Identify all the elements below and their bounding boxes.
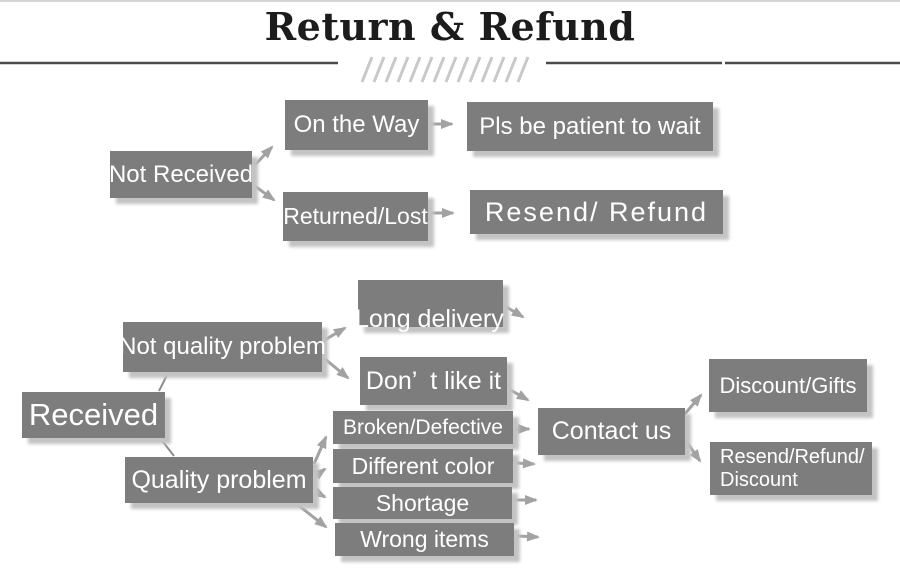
arrow-dont-like-to-contact-us [506, 386, 530, 402]
arrow-different-color-to-contact-us [515, 458, 536, 469]
arrow-contact-us-to-discount-gifts [682, 393, 703, 416]
node-label: Discount/Gifts [719, 372, 857, 398]
arrow-contact-us-to-resend-refund-discount [682, 437, 702, 463]
link-received-to-not-quality [158, 372, 169, 392]
node-dont-like-it: Don’ t like it [360, 357, 507, 405]
arrow-not-received-to-on-the-way [250, 145, 274, 170]
arrow-quality-to-different-color [313, 467, 327, 480]
arrow-quality-to-broken [312, 435, 328, 465]
node-returned-lost: Returned/Lost [283, 192, 428, 241]
node-label: Received [28, 397, 159, 432]
node-long-delivery: Long delivery [355, 280, 504, 333]
hatch-decoration-icon [360, 56, 530, 83]
arrow-quality-to-shortage [312, 487, 327, 499]
node-not-received: Not Received [108, 151, 254, 198]
link-received-to-quality [159, 437, 175, 457]
arrow-not-quality-to-dont-like [324, 357, 350, 380]
node-shortage: Shortage [333, 487, 512, 519]
node-label: Shortage [375, 489, 470, 516]
node-label: Broken/Defective [343, 415, 503, 439]
node-wrong-items: Wrong items [335, 523, 514, 556]
node-not-quality-problem: Not quality problem [119, 322, 326, 372]
node-quality-problem: Quality problem [125, 457, 313, 503]
node-label: Wrong items [360, 526, 489, 552]
top-edge-divider [0, 0, 900, 2]
node-resend-refund: Resend/ Refund [470, 190, 723, 234]
node-on-the-way: On the Way [285, 100, 428, 150]
node-label: Contact us [551, 417, 672, 445]
arrow-wrong-items-to-contact-us [516, 531, 540, 542]
node-label: Quality problem [131, 465, 307, 494]
page-title: Return & Refund [264, 4, 636, 49]
node-label-line1: Resend/Refund/ [720, 446, 865, 469]
node-received: Received [22, 392, 165, 438]
node-label: Not quality problem [119, 333, 326, 360]
node-label: Long delivery [355, 305, 504, 333]
node-resend-refund-discount: Resend/Refund/ Discount [710, 442, 872, 495]
arrow-not-received-to-returned-lost [251, 182, 276, 202]
arrow-quality-to-wrong-items [297, 503, 328, 529]
node-contact-us: Contact us [538, 408, 685, 455]
node-label: On the Way [293, 111, 420, 138]
arrow-long-delivery-to-contact-us [502, 303, 525, 319]
node-broken-defective: Broken/Defective [333, 411, 513, 444]
node-label: Pls be patient to wait [479, 112, 701, 140]
node-pls-be-patient: Pls be patient to wait [467, 102, 713, 151]
node-label: Different color [351, 452, 495, 479]
node-label-line2: Discount [720, 468, 798, 491]
node-label: Returned/Lost [283, 203, 428, 229]
node-label: Not Received [108, 160, 254, 188]
node-discount-gifts: Discount/Gifts [709, 359, 867, 412]
node-label: Resend/ Refund [484, 196, 709, 227]
node-label: Don’ t like it [365, 366, 502, 395]
arrow-not-quality-to-long-delivery [322, 326, 347, 343]
node-different-color: Different color [333, 449, 513, 483]
